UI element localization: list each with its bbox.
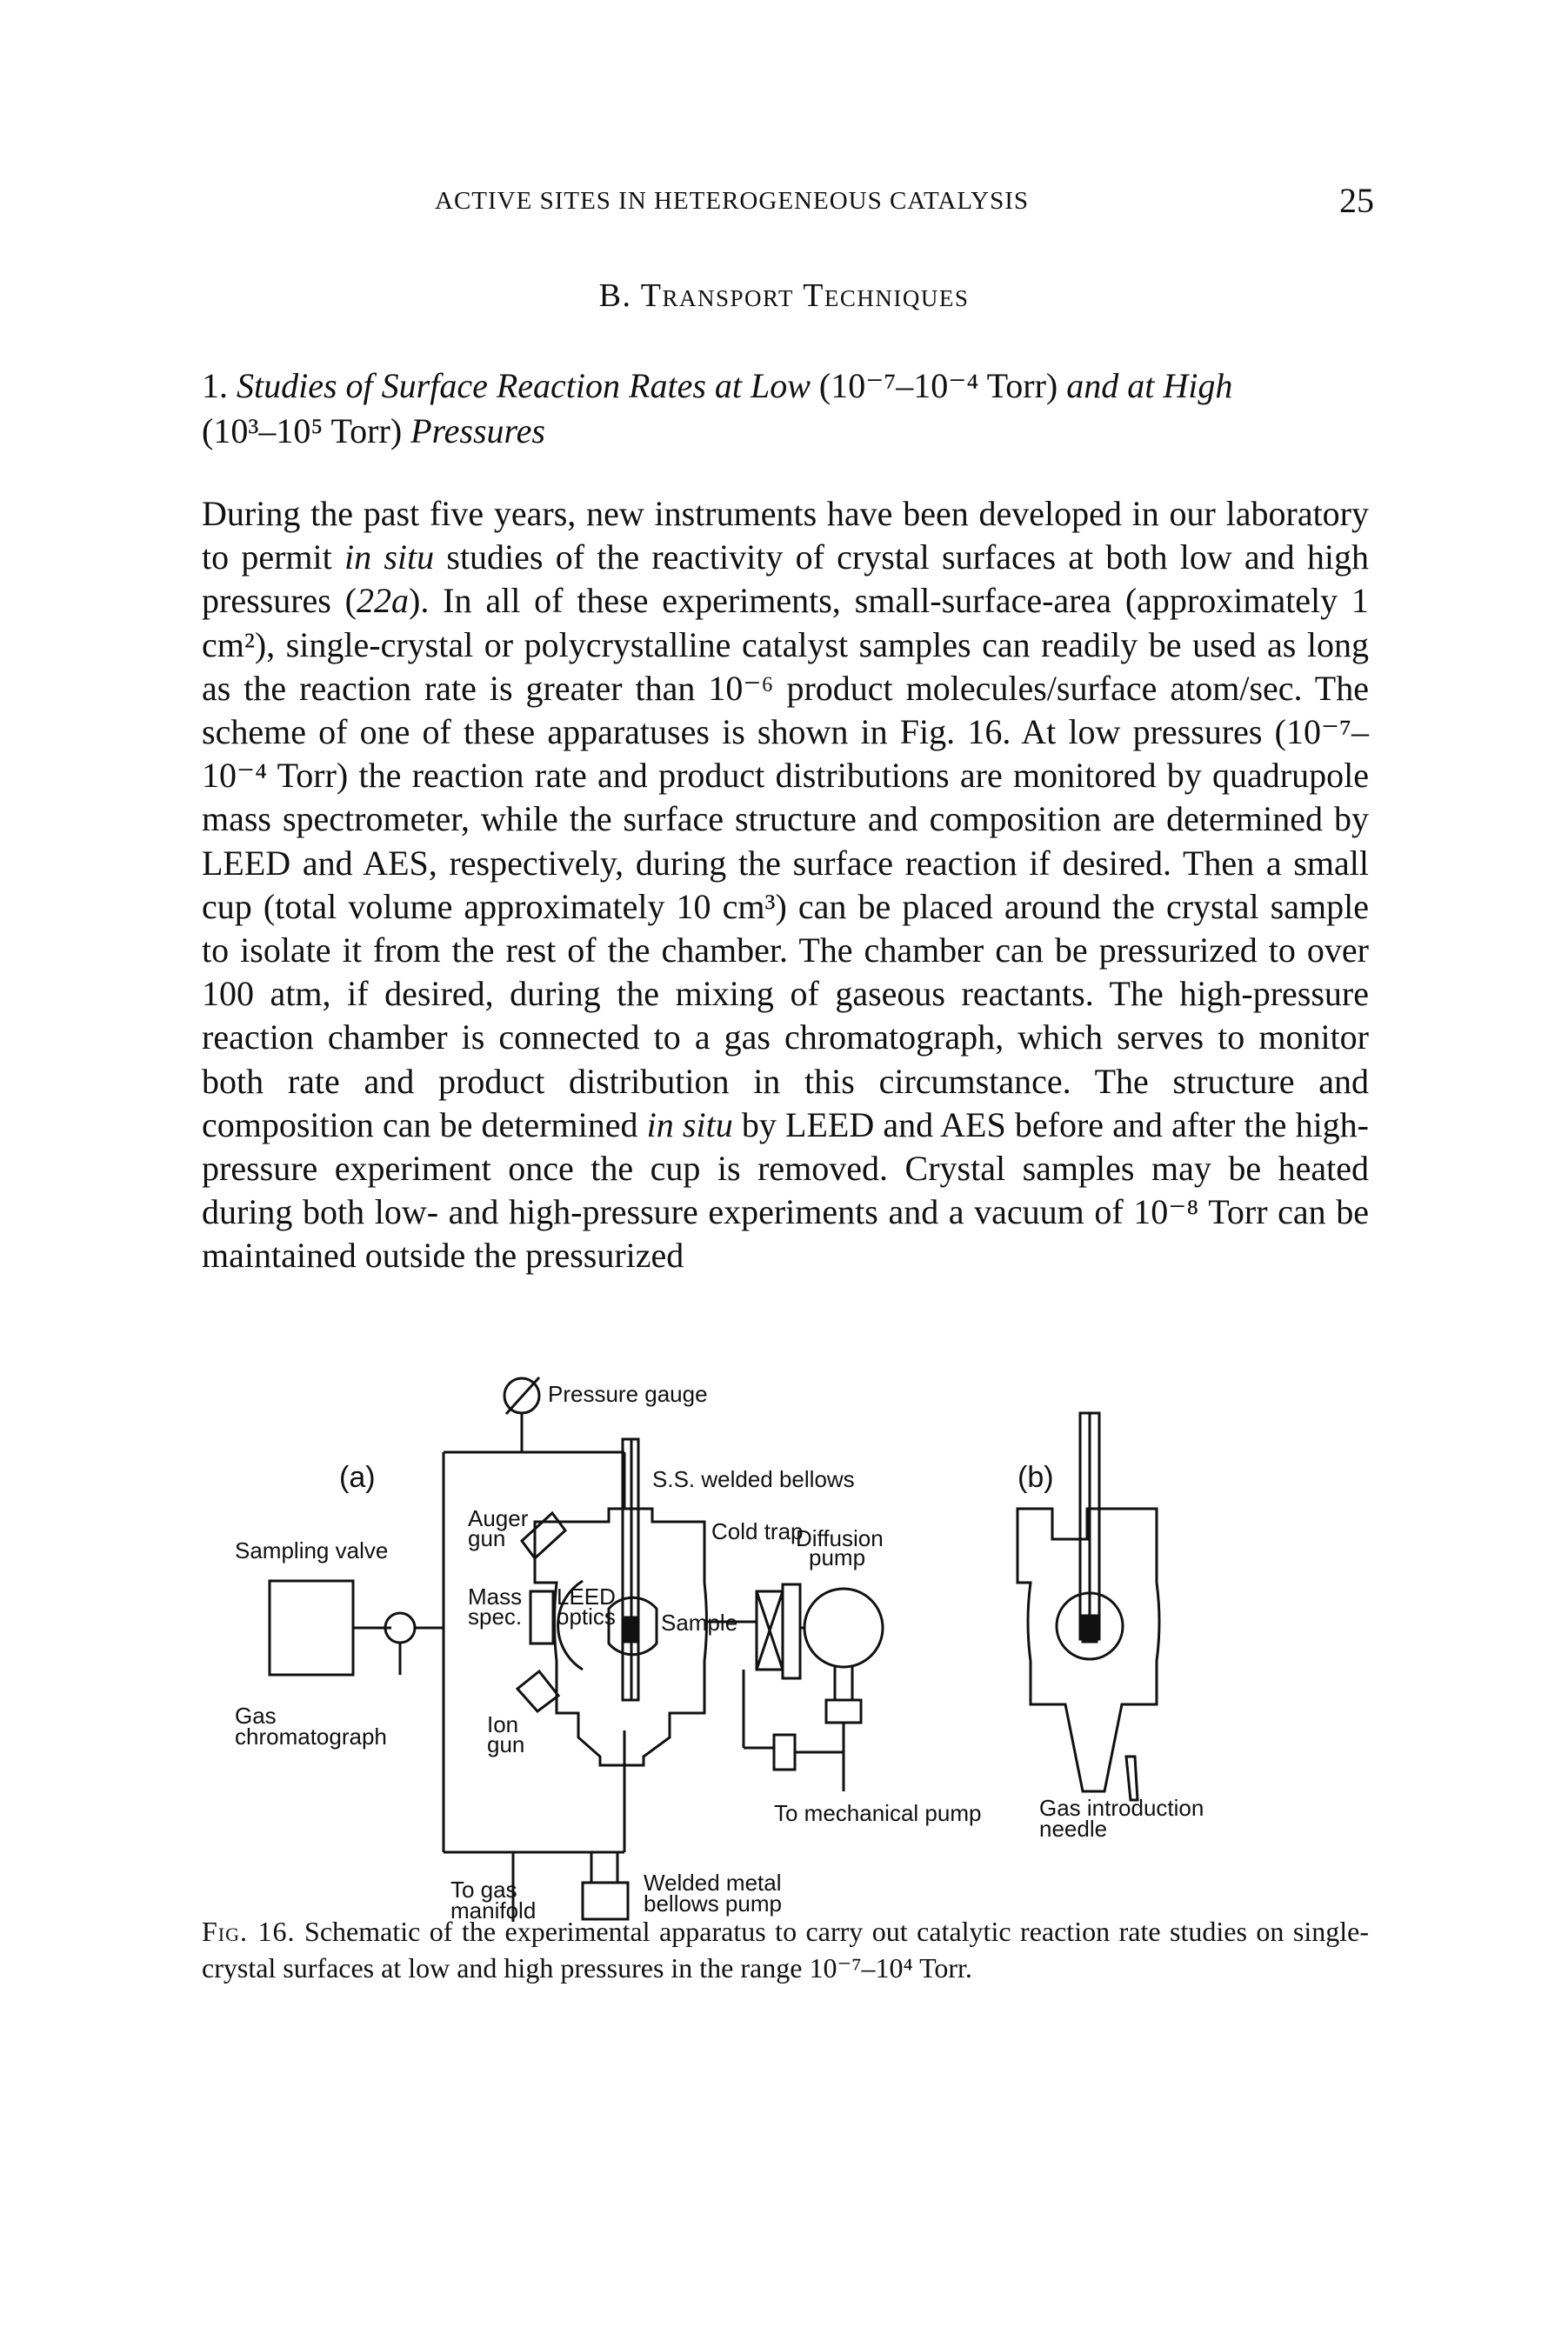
label-mass-spec-1: Mass xyxy=(468,1584,522,1610)
label-leed-1: LEED xyxy=(557,1584,616,1610)
bellows-pump-box xyxy=(581,1881,630,1921)
label-ion-gun-2: gun xyxy=(487,1731,524,1757)
subsection-number: 1. xyxy=(202,366,228,405)
page-number: 25 xyxy=(1339,181,1374,220)
label-leed-2: optics xyxy=(557,1604,616,1630)
roughing-valve xyxy=(772,1733,797,1771)
label-diffusion-2: pump xyxy=(809,1544,865,1570)
ion-gun xyxy=(515,1669,561,1714)
subsection-range-low: (10⁻⁷–10⁻⁴ Torr) xyxy=(818,366,1058,405)
label-gas-needle-1: Gas introduction xyxy=(1039,1795,1204,1821)
subsection-title-c: Pressures xyxy=(410,411,545,450)
body-italic-in-situ-2: in situ xyxy=(646,1104,733,1144)
chamber-b xyxy=(1016,1507,1161,1793)
body-text-1: During the past five years, new instrume… xyxy=(202,494,1369,577)
body-italic-ref: 22a xyxy=(357,581,410,621)
caption-text: Schematic of the experimental apparatus … xyxy=(202,1916,1370,1984)
figure-16: Pressure gauge S.S. welded bellows Sampl… xyxy=(235,1357,1383,1926)
body-text-4: by LEED and AES before and after the hig… xyxy=(202,1104,1370,1276)
label-pressure-gauge: Pressure gauge xyxy=(548,1381,708,1407)
label-to-gas-2: manifold xyxy=(450,1897,536,1922)
label-sampling-valve: Sampling valve xyxy=(235,1537,388,1564)
gas-chromatograph-box xyxy=(268,1579,355,1677)
subsection-title-a: Studies of Surface Reaction Rates at Low xyxy=(237,366,811,405)
running-title: ACTIVE SITES IN HETEROGENEOUS CATALYSIS xyxy=(435,187,1030,215)
label-bellows-pump-1: Welded metal xyxy=(644,1870,782,1896)
label-ss-bellows: S.S. welded bellows xyxy=(652,1466,855,1492)
panel-b-label: (b) xyxy=(1018,1461,1054,1494)
label-cold-trap: Cold trap xyxy=(711,1518,804,1544)
label-to-gas-1: To gas xyxy=(450,1877,517,1903)
subsection-title-b: and at High xyxy=(1066,366,1233,405)
body-text-3: ). In all of these experiments, small-su… xyxy=(202,581,1370,1144)
apparatus-schematic: Pressure gauge S.S. welded bellows Sampl… xyxy=(235,1376,1204,1926)
label-ion-gun-1: Ion xyxy=(487,1711,518,1737)
label-mass-spec-2: spec. xyxy=(468,1604,522,1630)
body-paragraph: During the past five years, new instrume… xyxy=(202,492,1369,1278)
label-gas-chrom-2: chromatograph xyxy=(235,1724,387,1750)
sample-crystal xyxy=(623,1616,640,1644)
label-sample: Sample xyxy=(661,1610,737,1636)
body-italic-in-situ-1: in situ xyxy=(344,537,435,577)
section-heading: B. Transport Techniques xyxy=(598,277,970,314)
label-auger-1: Auger xyxy=(468,1505,529,1531)
label-diffusion-1: Diffusion xyxy=(796,1525,884,1551)
main-chamber xyxy=(533,1507,708,1767)
label-gas-needle-2: needle xyxy=(1039,1816,1107,1842)
subsection-range-high: (10³–10⁵ Torr) xyxy=(202,411,403,450)
label-bellows-pump-2: bellows pump xyxy=(644,1890,782,1917)
diffusion-valve xyxy=(824,1698,863,1724)
panel-a-label: (a) xyxy=(339,1461,376,1494)
body-text-2: studies of the reactivity of crystal sur… xyxy=(202,537,1370,621)
mass-spec xyxy=(529,1590,555,1645)
diffusion-pump xyxy=(803,1587,884,1669)
figure-caption: Fig. 16. Schematic of the experimental a… xyxy=(202,1913,1369,1986)
label-auger-2: gun xyxy=(468,1525,505,1551)
label-mech-pump: To mechanical pump xyxy=(774,1800,981,1826)
auger-gun xyxy=(519,1510,568,1561)
label-gas-chrom-1: Gas xyxy=(235,1703,277,1729)
caption-label: Fig. 16. xyxy=(202,1916,296,1947)
subsection-heading: 1. Studies of Surface Reaction Rates at … xyxy=(202,363,1367,454)
